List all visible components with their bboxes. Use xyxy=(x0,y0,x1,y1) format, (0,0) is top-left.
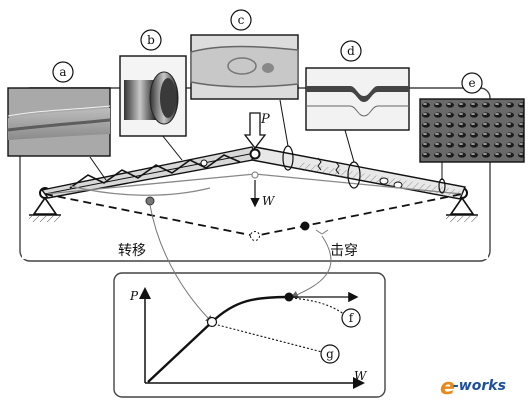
inset-d-label: d xyxy=(347,44,355,58)
inset-e-photo xyxy=(419,98,525,163)
inset-leaders xyxy=(89,99,443,181)
svg-text:e: e xyxy=(440,375,455,400)
load-arrow xyxy=(243,112,267,150)
graph-perforation-point xyxy=(284,292,294,302)
deflection-label: W xyxy=(262,194,276,208)
inset-c-label: c xyxy=(238,13,245,27)
graph-x-label: W xyxy=(354,369,368,383)
perforation-point xyxy=(300,221,310,231)
inset-b-label: b xyxy=(147,33,155,47)
inset-a-label: a xyxy=(59,65,66,79)
transfer-label: 转移 xyxy=(118,243,146,259)
apex-joint xyxy=(249,148,261,160)
branch-g-label: g xyxy=(326,347,334,361)
branch-g-curve xyxy=(213,323,323,353)
graph-y-label: P xyxy=(129,289,139,303)
inset-a-photo xyxy=(7,87,111,157)
transfer-point xyxy=(145,196,155,206)
inset-b-photo xyxy=(119,55,187,137)
transfer-connector xyxy=(149,204,214,324)
branch-f-curve xyxy=(290,297,346,316)
load-label: P xyxy=(260,112,270,127)
inset-c-photo xyxy=(190,34,299,100)
graph-transfer-point xyxy=(206,316,218,328)
perforation-connector xyxy=(290,235,332,299)
inset-e-label: e xyxy=(468,76,475,90)
perforation-label: 击穿 xyxy=(330,243,358,259)
svg-text:-works: -works xyxy=(453,378,506,394)
inset-d-photo xyxy=(305,67,410,131)
branch-f-label: f xyxy=(349,311,355,325)
load-deflection-panel xyxy=(113,272,386,398)
eworks-watermark: e -works xyxy=(440,375,506,400)
